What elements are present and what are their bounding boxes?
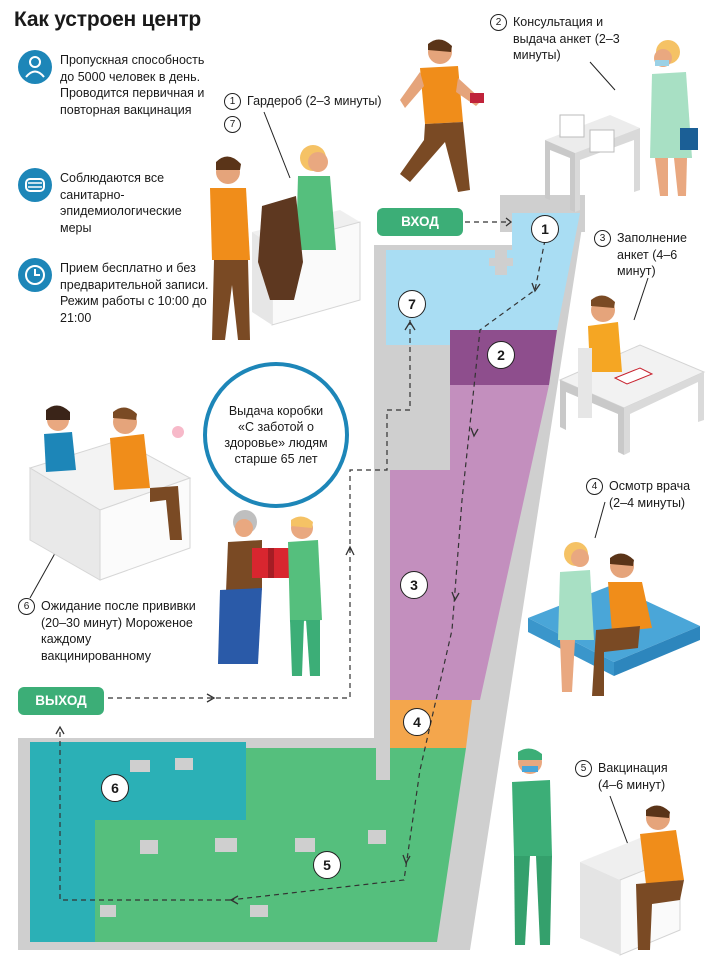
forms-illustration <box>558 295 706 455</box>
map-marker-1: 1 <box>531 215 559 243</box>
exam-illustration <box>528 542 700 696</box>
step-4-text: Осмотр врача (2–4 минуты) <box>609 479 691 510</box>
step-1-text: Гардероб (2–3 минуты) <box>247 94 382 108</box>
map-marker-2: 2 <box>487 341 515 369</box>
info-text-schedule: Прием бесплатно и без предварительной за… <box>60 261 209 325</box>
mask-icon <box>18 168 52 202</box>
step-5-label: 5 Вакцинация (4–6 минут) <box>575 760 710 793</box>
step-6-number: 6 <box>18 598 35 615</box>
map-marker-3: 3 <box>400 571 428 599</box>
step-3-text: Заполнение анкет (4–6 минут) <box>617 231 687 278</box>
cloakroom-illustration <box>210 145 361 340</box>
entrance-label: ВХОД <box>377 208 463 236</box>
step-7-label: 7 <box>224 116 247 134</box>
waiting-illustration <box>28 405 192 581</box>
step-2-label: 2 Консультация и выдача анкет (2–3 минуты… <box>490 14 620 64</box>
step-4-number: 4 <box>586 478 603 495</box>
step-6-text: Ожидание после прививки (20–30 минут) Мо… <box>41 599 196 663</box>
page-title: Как устроен центр <box>14 8 202 31</box>
step-1-number: 1 <box>224 93 241 111</box>
step-7-number: 7 <box>224 116 241 134</box>
zone-cloakroom <box>386 213 580 348</box>
step-4-label: 4 Осмотр врача (2–4 минуты) <box>586 478 712 511</box>
exit-label: ВЫХОД <box>18 687 104 715</box>
gift-illustration <box>218 510 322 676</box>
entrant-illustration <box>400 39 484 192</box>
zone-forms <box>390 385 549 700</box>
map-marker-6: 6 <box>101 774 129 802</box>
step-3-number: 3 <box>594 230 611 247</box>
map-marker-7: 7 <box>398 290 426 318</box>
zone-waiting <box>30 742 246 942</box>
step-3-label: 3 Заполнение анкет (4–6 минут) <box>594 230 712 280</box>
zone-vaccination <box>30 748 466 942</box>
info-text-hygiene: Соблюдаются все санитарно-эпидемиологиче… <box>60 171 182 235</box>
vaccination-illustration <box>512 748 684 956</box>
step-1-label: 1 Гардероб (2–3 минуты) <box>224 93 394 111</box>
map-marker-4: 4 <box>403 708 431 736</box>
step-5-number: 5 <box>575 760 592 777</box>
step-2-number: 2 <box>490 14 507 31</box>
step-2-text: Консультация и выдача анкет (2–3 минуты) <box>513 15 620 62</box>
step-6-label: 6 Ожидание после прививки (20–30 минут) М… <box>18 598 208 664</box>
map-marker-5: 5 <box>313 851 341 879</box>
consultant-illustration <box>545 40 698 212</box>
person-icon <box>18 50 52 84</box>
info-text-capacity: Пропускная способность до 5000 человек в… <box>60 53 205 117</box>
gift-box-note: Выдача коробки «С заботой о здоровье» лю… <box>203 362 349 508</box>
step-5-text: Вакцинация (4–6 минут) <box>598 761 668 792</box>
clock-icon <box>18 258 52 292</box>
gift-box-note-text: Выдача коробки «С заботой о здоровье» лю… <box>224 404 328 466</box>
